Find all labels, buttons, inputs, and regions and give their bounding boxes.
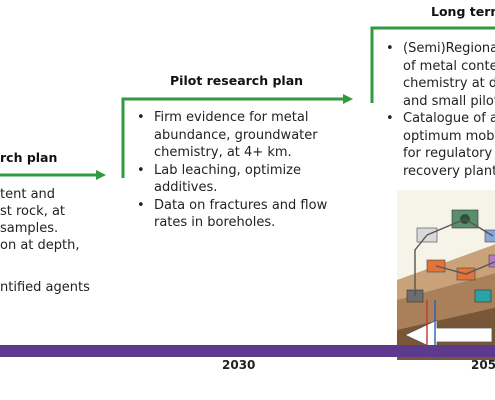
stage-left-line: ntified agents bbox=[0, 280, 90, 295]
long-term-bullet: Catalogue of a optimum mob for regulator… bbox=[383, 110, 495, 180]
stage-left-line: tent and bbox=[0, 187, 56, 202]
stage-title-long-term: Long term bbox=[431, 4, 495, 19]
recovery-plant-illustration bbox=[397, 190, 495, 360]
arrow-long-term bbox=[370, 26, 495, 103]
stage-title-left: rch plan bbox=[0, 150, 58, 165]
stage-left-line: st rock, at bbox=[0, 204, 66, 219]
timeline-year-2030: 2030 bbox=[222, 358, 256, 372]
pilot-bullet: Data on fractures and flow rates in bore… bbox=[134, 197, 327, 232]
pilot-bullet: Lab leaching, optimize additives. bbox=[134, 162, 327, 197]
arrowhead-to-pilot bbox=[96, 170, 106, 180]
timeline-bar bbox=[0, 345, 495, 357]
stage-left-line: on at depth, bbox=[0, 238, 80, 253]
stage-title-pilot: Pilot research plan bbox=[170, 73, 304, 88]
timeline-year-2050: 205 bbox=[471, 358, 495, 372]
arrowhead-to-long-term bbox=[343, 94, 353, 104]
arrow-pilot-to-long-term bbox=[121, 97, 345, 178]
pilot-bullets: Firm evidence for metal abundance, groun… bbox=[134, 109, 327, 232]
long-term-bullet: (Semi)Regiona of metal conte chemistry a… bbox=[383, 40, 495, 110]
pilot-bullet: Firm evidence for metal abundance, groun… bbox=[134, 109, 327, 162]
long-term-bullets: (Semi)Regiona of metal conte chemistry a… bbox=[383, 40, 495, 180]
stage-left-line: samples. bbox=[0, 221, 59, 236]
